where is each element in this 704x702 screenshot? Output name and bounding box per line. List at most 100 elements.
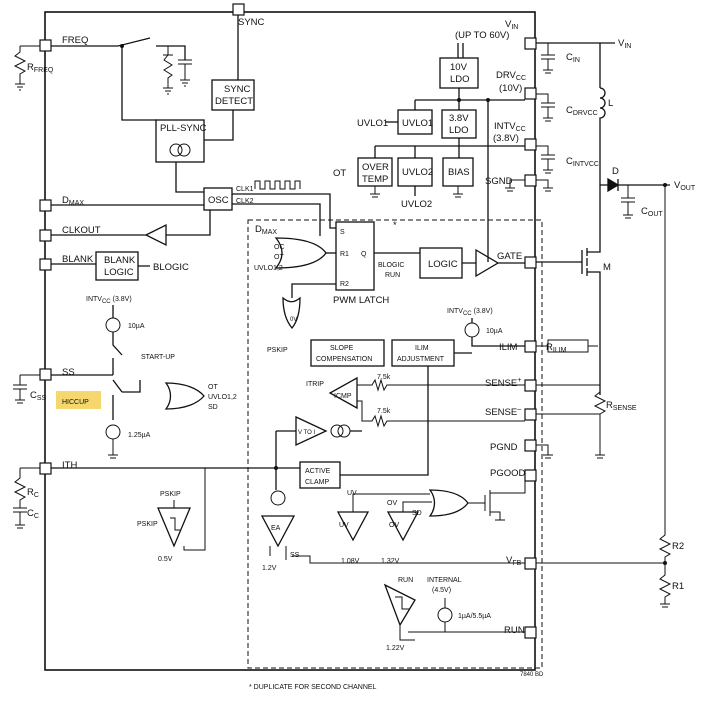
ss-or-sd: SD bbox=[208, 404, 218, 411]
v-to-i-ring-a bbox=[330, 424, 344, 438]
pin-ilim[interactable] bbox=[524, 340, 537, 353]
ilim-current-source bbox=[464, 322, 480, 338]
ss-hiccup-switch bbox=[112, 379, 141, 420]
cdrvcc-cap bbox=[536, 93, 555, 122]
pin-vin[interactable] bbox=[524, 37, 537, 50]
pgood-logic bbox=[352, 476, 526, 521]
diode-label: D bbox=[612, 166, 619, 177]
or-in-ot: OT bbox=[274, 254, 284, 261]
intvcc-src-label: INTVCC(3.8V) bbox=[447, 308, 493, 317]
ea-inputs bbox=[269, 546, 525, 564]
uv-cmp-label: UV bbox=[339, 522, 349, 529]
rsense bbox=[536, 384, 607, 459]
r1-label: R1 bbox=[672, 581, 684, 592]
pin-sense-p[interactable] bbox=[524, 379, 537, 392]
pskip-wires bbox=[173, 468, 206, 551]
pin-blank-label: BLANK bbox=[62, 254, 94, 265]
vin-ext-label: VIN bbox=[618, 38, 631, 50]
blank-logic-label-2: LOGIC bbox=[104, 267, 134, 278]
latch-s: S bbox=[340, 229, 345, 236]
ov-cmp-label: OV bbox=[389, 522, 399, 529]
run-label: RUN bbox=[398, 577, 413, 584]
itrip-label: ITRIP bbox=[306, 381, 324, 388]
rilim-label: RILIM bbox=[546, 342, 567, 354]
inductor-label: L bbox=[608, 98, 613, 109]
ss-current-source-125ua bbox=[105, 424, 121, 440]
latch-q: Q bbox=[361, 251, 367, 258]
pin-sense-p-label: SENSE+ bbox=[485, 377, 521, 389]
pin-sgnd[interactable] bbox=[524, 174, 537, 187]
mosfet-m bbox=[536, 185, 601, 395]
pin-ss[interactable] bbox=[39, 368, 52, 381]
pin-pgood[interactable] bbox=[524, 469, 537, 482]
pin-run[interactable] bbox=[524, 626, 537, 639]
pin-freq[interactable] bbox=[39, 39, 52, 52]
or-pskip-to-latch bbox=[291, 283, 336, 298]
pin-sense-n[interactable] bbox=[524, 408, 537, 421]
uvlo1-block bbox=[397, 109, 433, 135]
logic-block bbox=[419, 247, 463, 279]
pin-intvcc[interactable] bbox=[524, 138, 537, 151]
pin-gate-label: GATE bbox=[497, 251, 522, 262]
ea-amp bbox=[260, 515, 296, 548]
cout-label: COUT bbox=[641, 206, 663, 218]
pin-pgnd[interactable] bbox=[524, 439, 537, 452]
diode bbox=[607, 177, 620, 193]
or-gate-main bbox=[274, 237, 327, 269]
pwm-latch-block bbox=[335, 221, 375, 291]
ilim-adj-block bbox=[391, 339, 455, 367]
pin-blank[interactable] bbox=[39, 258, 52, 271]
sd-label: SD bbox=[412, 510, 422, 517]
internal-label: INTERNAL bbox=[427, 577, 462, 584]
pin-vfb[interactable] bbox=[524, 557, 537, 570]
clock-waveform bbox=[254, 180, 301, 190]
pin-sync[interactable] bbox=[232, 3, 245, 16]
clk1-label: CLK1 bbox=[236, 186, 254, 193]
pgood-or-gate bbox=[428, 489, 469, 517]
ilim-wire bbox=[471, 318, 525, 347]
rilim bbox=[536, 339, 598, 353]
pin-ith[interactable] bbox=[39, 462, 52, 475]
ss-ea-label: SS bbox=[290, 552, 300, 559]
pll-sync-label: PLL-SYNC bbox=[160, 123, 207, 134]
ss-startup-switch bbox=[51, 305, 123, 376]
sync-wires bbox=[175, 15, 239, 193]
run-wires bbox=[399, 598, 525, 641]
cin-cap bbox=[541, 43, 555, 74]
logic-label: LOGIC bbox=[428, 259, 458, 270]
pin-drvcc-label: DRVCC bbox=[496, 70, 526, 82]
pskip-hysteresis-icon bbox=[170, 517, 180, 531]
cintvcc-cap bbox=[536, 145, 555, 174]
gate-driver bbox=[462, 248, 525, 278]
cc-label: CC bbox=[27, 508, 39, 520]
pin-ss-label: SS bbox=[62, 367, 75, 378]
pin-pgood-label: PGOOD bbox=[490, 468, 526, 479]
vin-ext-wire bbox=[599, 42, 615, 88]
rsense-label: RSENSE bbox=[606, 400, 637, 412]
css-label: CSS bbox=[30, 390, 47, 402]
pin-gate[interactable] bbox=[524, 256, 537, 269]
mosfet-label: M bbox=[603, 262, 611, 273]
uvlo1-label: UVLO1 bbox=[402, 118, 433, 129]
pin-drvcc[interactable] bbox=[524, 87, 537, 100]
active-clamp-label-2: CLAMP bbox=[305, 479, 329, 486]
sync-detect-label-1: SYNC bbox=[224, 84, 251, 95]
freq-resistor bbox=[163, 46, 173, 95]
pin-clkout[interactable] bbox=[39, 229, 52, 242]
hiccup-label: HICCUP bbox=[62, 399, 89, 406]
v-to-i-ring-b bbox=[337, 424, 351, 438]
blank-wires bbox=[51, 263, 150, 267]
vout-label: VOUT bbox=[674, 180, 696, 192]
v132-label: 1.32V bbox=[381, 558, 400, 565]
figure-id: 7840 BD bbox=[520, 672, 544, 678]
top-grounds bbox=[370, 179, 525, 198]
ilim-current: 10µA bbox=[486, 328, 503, 335]
ss-current-source-10ua bbox=[105, 317, 121, 333]
pll-ring-a bbox=[169, 143, 183, 157]
v108-label: 1.08V bbox=[341, 558, 360, 565]
ss-intvcc-label: INTVCC(3.8V) bbox=[86, 296, 132, 305]
blogic-label: BLOGIC bbox=[153, 262, 189, 273]
rfreq bbox=[13, 45, 40, 91]
pin-dmax[interactable] bbox=[39, 199, 52, 212]
sync-detect-label-2: DETECT bbox=[215, 96, 253, 107]
